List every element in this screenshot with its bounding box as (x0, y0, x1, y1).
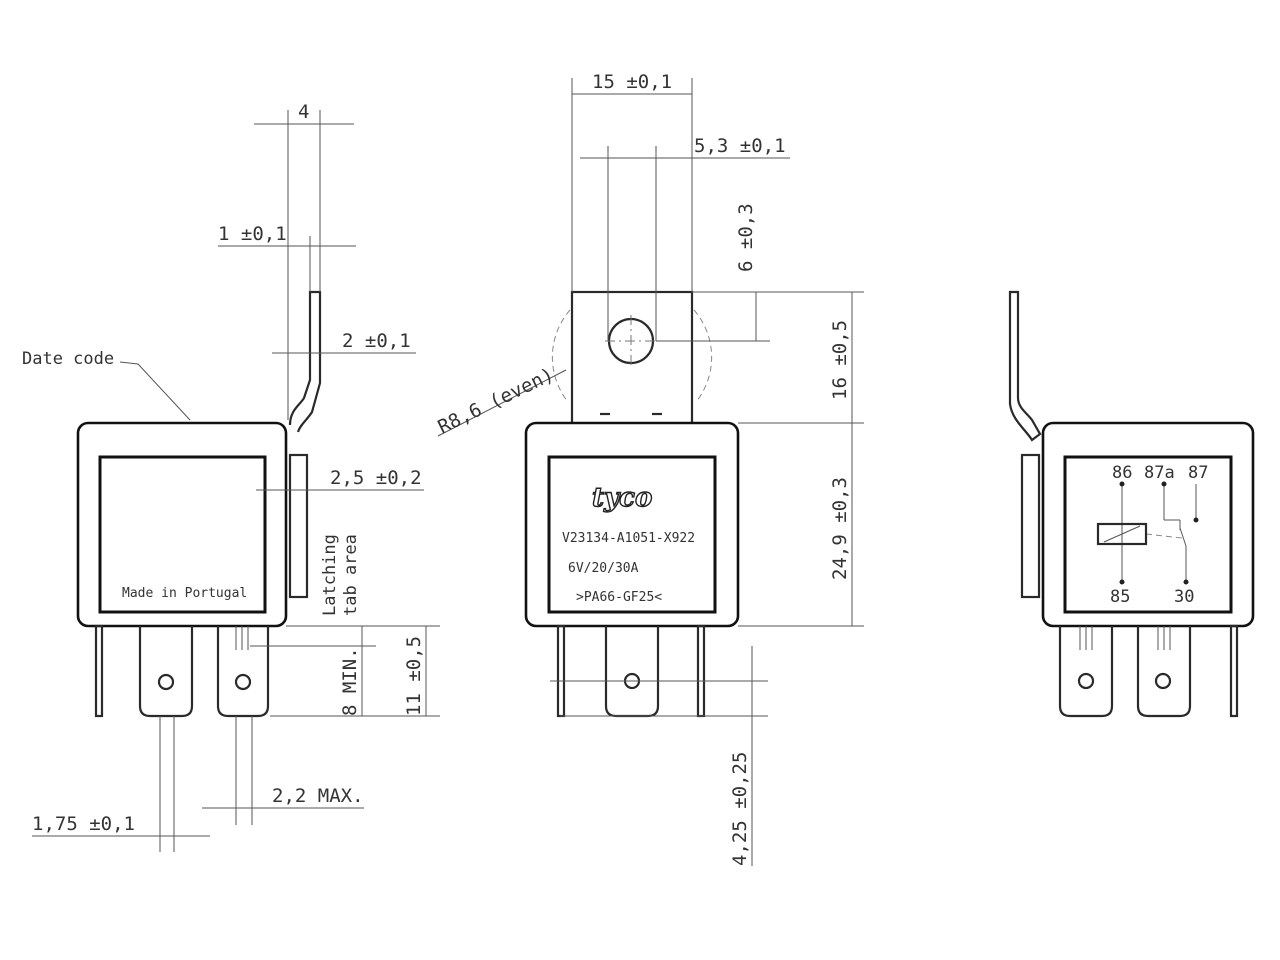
right-pin-a (1058, 626, 1114, 718)
center-view: tyco V23134-A1051-X922 6V/20/30A >PA66-G… (435, 71, 864, 866)
left-pin-a (138, 626, 194, 718)
schematic-window (1063, 455, 1233, 614)
terminal-87a: 87a (1144, 463, 1175, 483)
right-view: 86 87a 87 85 30 (1008, 290, 1255, 718)
terminal-86: 86 (1112, 463, 1132, 483)
dim-pin-min: 8 MIN. (339, 647, 361, 716)
radius-arc-left (551, 309, 571, 403)
terminal-85: 85 (1110, 587, 1130, 607)
latching-label-2: tab area (341, 534, 361, 616)
dim-pin-len: 11 ±0,5 (403, 636, 425, 716)
dim-bend: 2 ±0,1 (342, 330, 411, 352)
dim-bracket-width: 15 ±0,1 (592, 71, 672, 93)
right-pin-thin (1229, 624, 1239, 718)
rating: 6V/20/30A (568, 561, 639, 576)
material: >PA66-GF25< (576, 590, 662, 605)
center-bracket (570, 290, 694, 426)
dim-pin-width: 4,25 ±0,25 (729, 752, 751, 866)
right-pin-b (1136, 626, 1192, 718)
dim-latch: 2,5 ±0,2 (330, 467, 422, 489)
left-pin-b-hole (234, 673, 252, 691)
date-code-label: Date code (22, 349, 114, 369)
left-body (76, 421, 288, 628)
left-pin-b (216, 626, 270, 718)
left-pin-thin (94, 624, 104, 718)
dim-pin-thick-max: 2,2 MAX. (272, 785, 364, 807)
dim-body-height: 24,9 ±0,3 (829, 477, 851, 580)
center-pin-left (556, 624, 566, 718)
left-view: Made in Portugal 4 1 ±0,1 2 ±0,1 2,5 ±0,… (22, 101, 440, 852)
right-pin-b-hole (1154, 672, 1172, 690)
dim-hole-offset: 5,3 ±0,1 (694, 135, 786, 157)
latching-label-1: Latching (320, 534, 340, 616)
made-in-label: Made in Portugal (122, 586, 247, 601)
terminal-30: 30 (1174, 587, 1194, 607)
relay-coil (1096, 522, 1148, 546)
center-pin-right (696, 624, 706, 718)
right-body (1041, 421, 1255, 628)
part-number: V23134-A1051-X922 (562, 531, 695, 546)
date-code-leader (119, 361, 191, 421)
left-bracket (288, 290, 322, 433)
terminal-87: 87 (1188, 463, 1208, 483)
right-pin-a-hole (1077, 672, 1095, 690)
dim-tab-thickness: 1 ±0,1 (218, 223, 287, 245)
brand-logo: tyco (592, 483, 652, 513)
left-label-window (98, 455, 267, 614)
left-pin-a-hole (157, 673, 175, 691)
right-bracket (1008, 290, 1042, 442)
radius-arc-right (693, 309, 713, 403)
dim-hole-height: 6 ±0,3 (735, 203, 757, 272)
dim-pin-thick: 1,75 ±0,1 (32, 813, 135, 835)
latching-tab (288, 453, 309, 599)
dim-bracket-height: 16 ±0,5 (829, 320, 851, 400)
center-body (524, 421, 740, 628)
center-pin-main (604, 626, 660, 718)
dim-tab-width: 4 (298, 101, 309, 123)
right-latching-tab (1020, 453, 1041, 599)
relay-schematic: 86 87a 87 85 30 (1096, 463, 1208, 607)
center-label-window (547, 455, 717, 614)
